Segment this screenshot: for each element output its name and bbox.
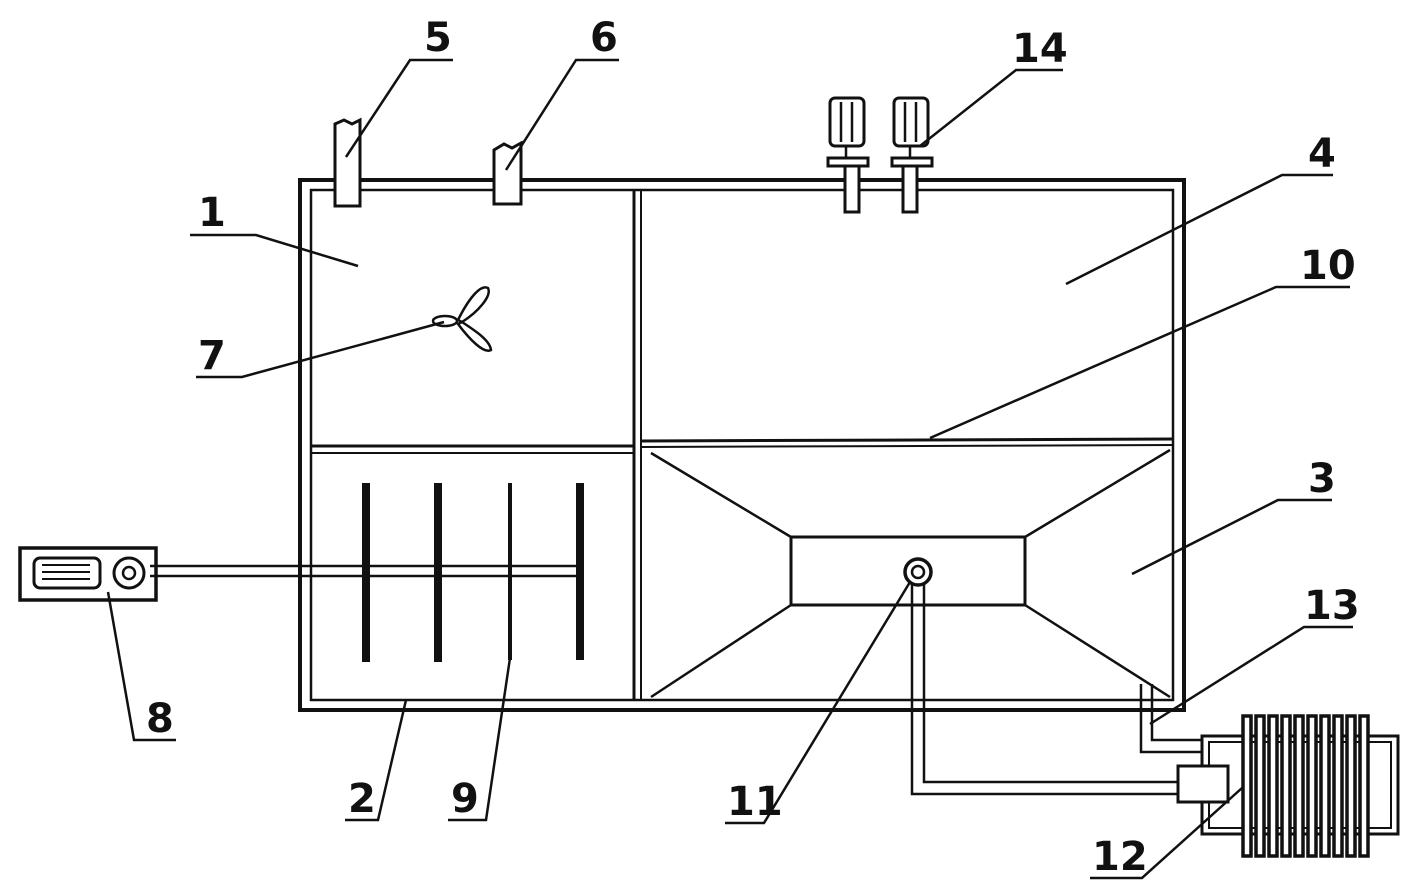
callout-5: 5 bbox=[424, 15, 452, 61]
callout-11: 11 bbox=[727, 779, 783, 825]
callout-8: 8 bbox=[146, 696, 174, 742]
leader-4 bbox=[1065, 173, 1333, 286]
leader-14 bbox=[919, 68, 1063, 147]
inlet-pipe-5 bbox=[333, 117, 362, 208]
heat-exchanger bbox=[1176, 714, 1400, 858]
leader-1 bbox=[190, 233, 359, 268]
sludge-outlet bbox=[903, 557, 933, 587]
leader-13 bbox=[1149, 625, 1353, 726]
hopper-bottom-box bbox=[789, 535, 1027, 607]
callout-13: 13 bbox=[1304, 583, 1360, 629]
motor-assembly bbox=[18, 546, 158, 602]
partitions bbox=[311, 190, 1174, 700]
sludge-pipe bbox=[910, 584, 1182, 796]
leader-3 bbox=[1131, 498, 1332, 576]
callout-10: 10 bbox=[1300, 243, 1356, 289]
propeller-hub bbox=[431, 314, 459, 328]
cooling-fins bbox=[1241, 714, 1370, 858]
leader-11 bbox=[725, 581, 912, 825]
leader-lines bbox=[106, 58, 1353, 880]
leader-5 bbox=[344, 58, 453, 158]
pipe-13 bbox=[1139, 684, 1202, 754]
motor-housing bbox=[18, 546, 158, 602]
hopper-slope-bottom-right bbox=[1024, 603, 1171, 699]
callout-1: 1 bbox=[198, 190, 226, 236]
leader-10 bbox=[929, 285, 1350, 440]
motor-pulley-icon bbox=[112, 556, 146, 590]
tank-outer-wall bbox=[298, 178, 1186, 712]
top-motor-left bbox=[826, 96, 870, 214]
callout-14: 14 bbox=[1012, 26, 1068, 72]
motor-body-icon bbox=[32, 556, 102, 590]
hopper-slope-top-left bbox=[650, 451, 792, 539]
callout-4: 4 bbox=[1308, 131, 1336, 177]
leader-12 bbox=[1090, 787, 1243, 880]
leader-6 bbox=[504, 58, 619, 171]
partition-plate-10 bbox=[640, 437, 1174, 443]
callout-2: 2 bbox=[348, 776, 376, 822]
leader-8 bbox=[106, 591, 176, 742]
pump-body bbox=[1176, 764, 1230, 804]
sedimentation-hopper bbox=[650, 448, 1171, 699]
top-motor-right bbox=[890, 96, 934, 214]
leader-7 bbox=[196, 320, 445, 379]
callout-12: 12 bbox=[1092, 834, 1148, 880]
callout-7: 7 bbox=[198, 333, 226, 379]
leader-9 bbox=[448, 657, 512, 822]
callout-3: 3 bbox=[1308, 456, 1336, 502]
hopper-slope-top-right bbox=[1024, 448, 1171, 539]
callout-6: 6 bbox=[590, 15, 618, 61]
leader-2 bbox=[345, 699, 408, 822]
drive-shaft bbox=[150, 564, 580, 578]
electrode-plates bbox=[362, 483, 584, 662]
callout-9: 9 bbox=[451, 776, 479, 822]
partition-plate-10-inner bbox=[640, 444, 1174, 448]
stirring-propeller-icon bbox=[431, 286, 493, 352]
callout-numbers: 1 2 3 4 5 6 7 8 9 10 11 12 13 14 bbox=[146, 15, 1360, 880]
hopper-slope-bottom-left bbox=[650, 603, 792, 699]
